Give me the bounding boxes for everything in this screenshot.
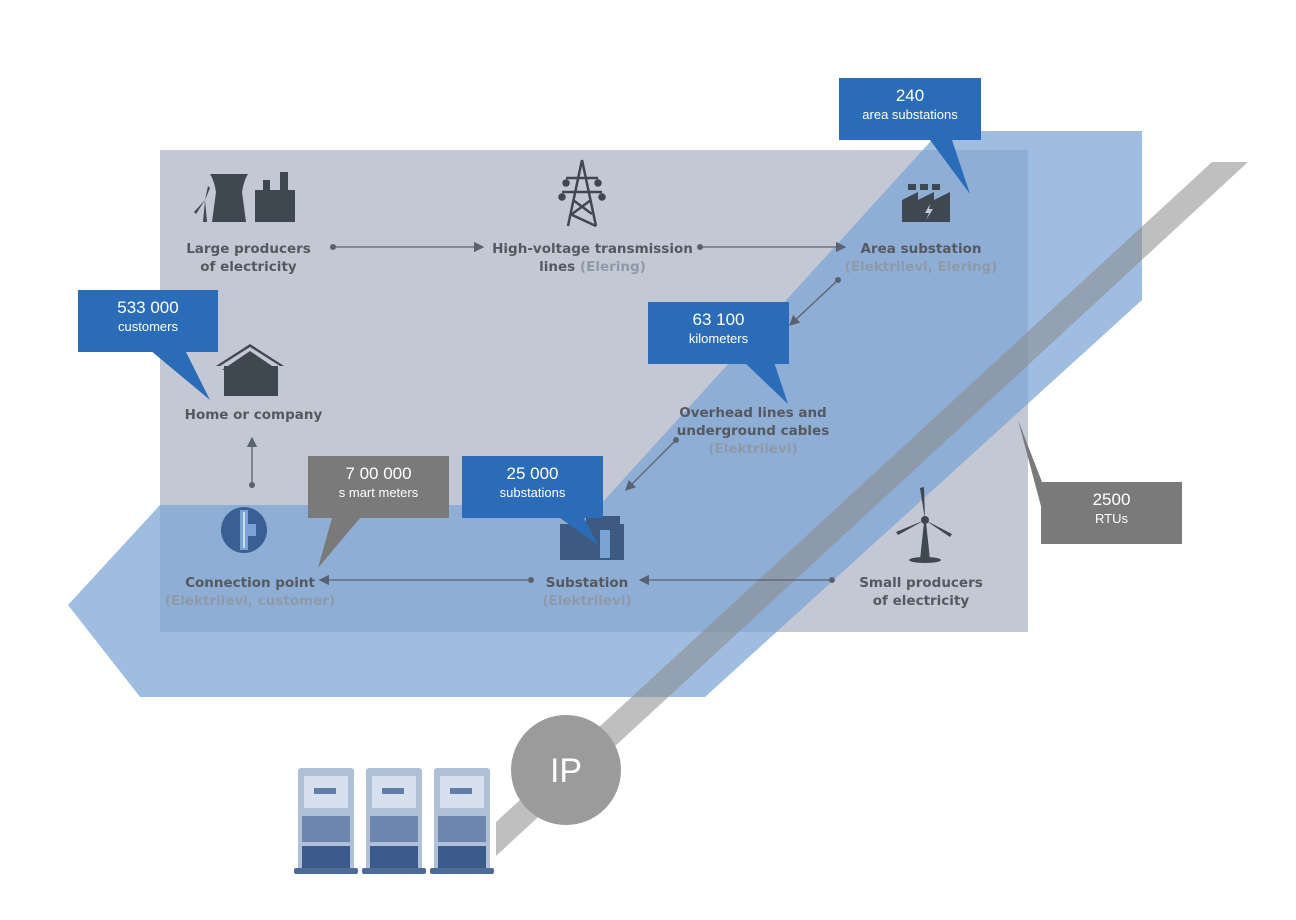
callout-area-substations: 240 area substations	[839, 78, 981, 140]
wind-turbine-icon	[896, 487, 952, 563]
callout-rtus: 2500 RTUs	[1041, 482, 1182, 544]
ip-node	[511, 715, 621, 825]
callout-smart-meters: 7 00 000 s mart meters	[308, 456, 449, 518]
callout-substations: 25 000 substations	[462, 456, 603, 518]
house-icon	[216, 344, 284, 396]
node-small-producers: Small producers of electricity	[859, 575, 983, 609]
callout-customers: 533 000 customers	[78, 290, 218, 352]
ip-pipe	[496, 162, 1248, 856]
ip-label: IP	[550, 752, 582, 790]
node-overhead-lines: Overhead lines and underground cables (E…	[676, 405, 830, 457]
node-transmission: High-voltage transmission lines (Elering…	[492, 241, 693, 275]
node-large-producers: Large producers of electricity	[186, 241, 311, 275]
power-plant-icon	[194, 172, 295, 222]
node-substation: Substation (Elektrilevi)	[542, 575, 632, 609]
node-area-substation: Area substation (Elektrilevi, Elering)	[844, 241, 998, 275]
callout-kilometers: 63 100 kilometers	[648, 302, 789, 364]
server-icon	[294, 768, 494, 874]
node-home: Home or company	[184, 407, 323, 423]
factory-icon	[902, 184, 950, 222]
node-connection-point: Connection point (Elektrilevi, customer)	[164, 575, 336, 609]
substation-icon	[560, 516, 624, 560]
transmission-tower-icon	[558, 159, 606, 228]
network-band	[68, 131, 1142, 697]
meter-icon	[221, 507, 267, 553]
